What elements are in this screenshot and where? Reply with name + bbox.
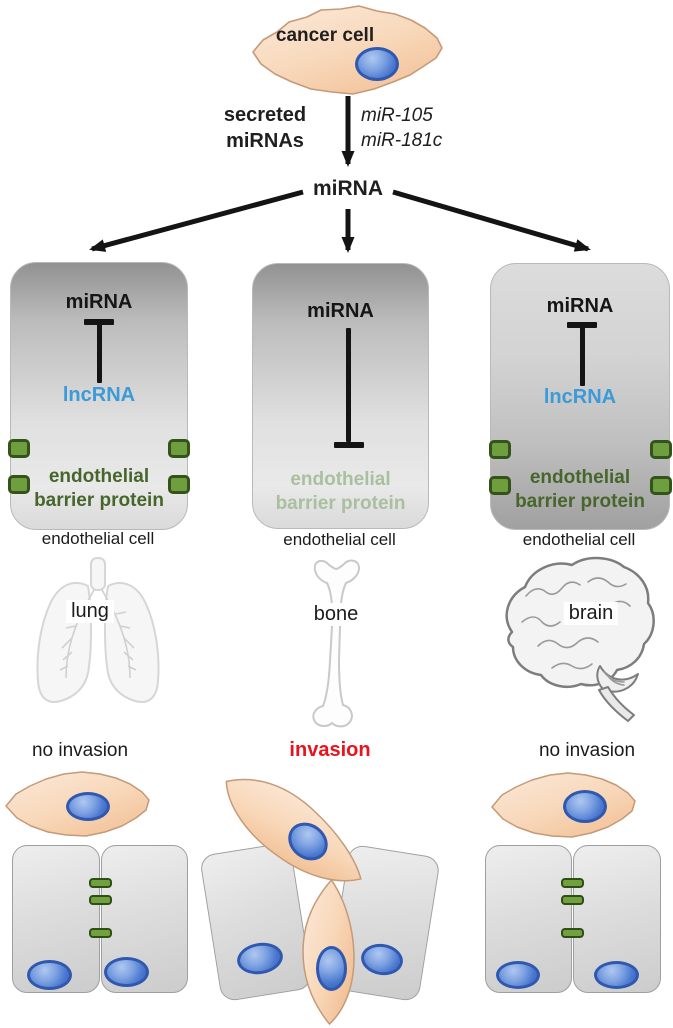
inhibition-bar-icon [334,442,364,448]
secreted-mirnas-label: secreted miRNAs [223,104,307,152]
junction-protein-icon [8,475,30,494]
endothelial-nucleus-icon [104,957,149,987]
mirna-label: miRNA [546,295,614,317]
cancer-cell-nucleus-icon [355,47,399,81]
mir-105-label: miR-105 [361,105,433,126]
barrier-protein-label: endothelial barrier protein [34,466,164,511]
mirna-label: miRNA [307,300,374,322]
tight-junction-icon [89,878,112,888]
tumor-nucleus-icon [66,792,110,821]
tumor-nucleus-icon [316,946,347,991]
barrier-protein-label: endothelial barrier protein [275,469,406,514]
junction-protein-icon [168,439,190,458]
endothelial-nucleus-icon [496,961,540,989]
junction-protein-icon [489,440,511,459]
lung-icon [36,557,160,703]
inhibition-stem-icon [346,328,351,442]
endothelial-nucleus-icon [594,961,639,989]
mirna-hub-label: miRNA [312,177,383,200]
organ-label-lung: lung [66,600,114,623]
tumor-nucleus-icon [563,790,607,823]
outcome-label-bone: invasion [289,739,371,761]
barrier-protein-label: endothelial barrier protein [515,467,645,512]
brain-icon [505,556,655,722]
endothelial-box-lung: miRNA lncRNA endothelial barrier protein [8,262,190,530]
outcome-label-brain: no invasion [538,740,636,761]
organ-label-brain: brain [563,602,619,625]
endothelial-box-bone: miRNA endothelial barrier protein [252,263,429,529]
mirna-secretion-arrows [89,96,591,253]
junction-protein-icon [650,440,672,459]
tight-junction-icon [561,895,584,905]
endothelial-cell-label: endothelial cell [283,530,396,549]
junction-protein-icon [8,439,30,458]
endothelial-nucleus-icon [27,960,72,990]
inhibition-stem-icon [97,321,102,383]
tight-junction-icon [89,895,112,905]
outcome-label-lung: no invasion [31,740,129,761]
cancer-cell-label: cancer cell [275,25,375,46]
endothelial-cell-label: endothelial cell [522,530,636,549]
junction-protein-icon [489,476,511,495]
junction-protein-icon [168,475,190,494]
tight-junction-icon [561,928,584,938]
mirna-label: miRNA [65,291,133,313]
mir-181c-label: miR-181c [361,130,443,151]
junction-protein-icon [650,476,672,495]
tight-junction-icon [561,878,584,888]
bone-icon [312,559,361,728]
endothelial-cell-label: endothelial cell [41,529,155,548]
lncrna-label: lncRNA [62,384,136,406]
endothelial-box-brain: miRNA lncRNA endothelial barrier protein [489,263,672,530]
inhibition-stem-icon [580,324,585,386]
organ-label-bone: bone [308,603,364,626]
lncrna-label: lncRNA [543,386,617,408]
tight-junction-icon [89,928,112,938]
